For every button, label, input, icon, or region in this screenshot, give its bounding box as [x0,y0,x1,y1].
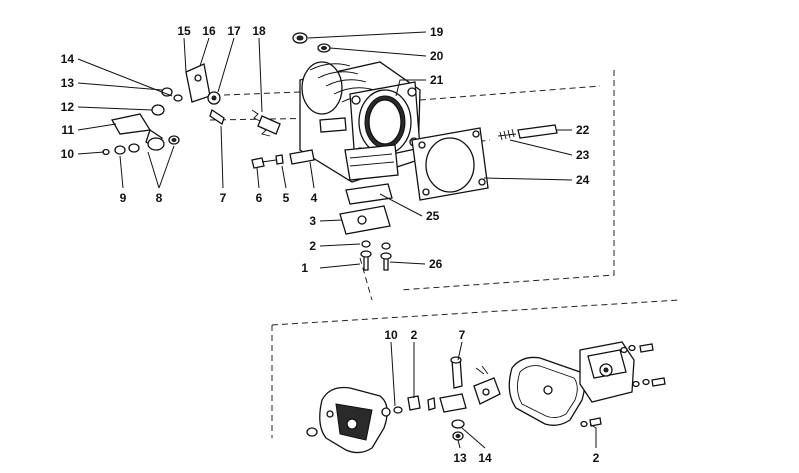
lower-callout-14: 14 [478,451,492,465]
lower-small-parts [393,356,501,441]
lower-callout-13: 13 [453,451,467,465]
callout-12: 12 [61,100,75,114]
callout-17: 17 [227,24,241,38]
callout-22: 22 [576,123,590,137]
callout-25: 25 [426,209,440,223]
lower-switch-block [579,341,666,428]
lower-housing [508,356,586,426]
callout-10: 10 [61,147,75,161]
callout-18: 18 [252,24,266,38]
callout-6: 6 [256,191,263,205]
callout-15: 15 [177,24,191,38]
throttle-switch-assembly [339,183,393,271]
callout-14: 14 [61,52,75,66]
callout-8: 8 [156,191,163,205]
callout-leader-lines [77,31,597,449]
lower-cover-plate [306,386,391,454]
callout-20: 20 [430,49,444,63]
callout-21: 21 [430,73,444,87]
lower-callouts: 10 2 7 13 14 2 [384,328,599,465]
idle-screw-and-spring [497,124,558,141]
upper-callouts: 1 2 3 4 5 6 7 8 9 10 11 12 13 14 15 16 1… [61,24,590,275]
linkage-parts-left [102,63,225,156]
lower-callout-7: 7 [459,328,466,342]
callout-9: 9 [120,191,127,205]
callout-23: 23 [576,148,590,162]
small-bolts-lower-left [251,149,315,169]
throttle-body-housing [299,61,421,183]
callout-11: 11 [61,123,74,137]
callout-2: 2 [309,239,316,253]
lower-callout-2: 2 [411,328,418,342]
callout-4: 4 [311,191,318,205]
lower-callout-10: 10 [384,328,398,342]
callout-1: 1 [301,261,308,275]
cap-nut-and-washer [292,32,331,53]
callout-26: 26 [429,257,443,271]
callout-7: 7 [220,191,227,205]
gasket-plate [411,127,489,201]
callout-3: 3 [309,214,316,228]
return-spring [251,109,281,137]
lower-callout-2b: 2 [593,451,600,465]
callout-24: 24 [576,173,590,187]
callout-5: 5 [283,191,290,205]
callout-13: 13 [61,76,75,90]
callout-16: 16 [202,24,216,38]
callout-19: 19 [430,25,444,39]
